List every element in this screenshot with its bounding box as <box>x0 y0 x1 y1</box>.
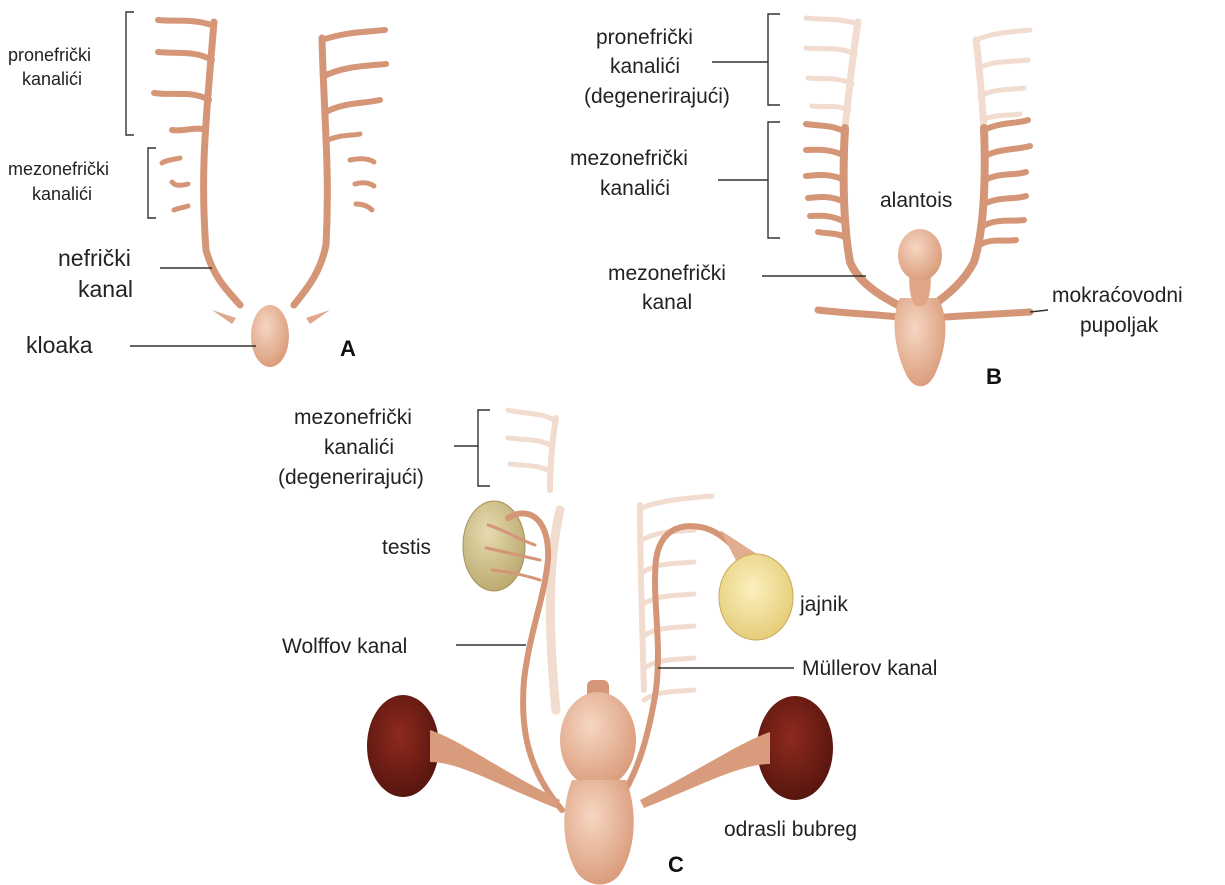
label-line: kanal <box>642 291 692 314</box>
label-line: kanalići <box>600 177 670 200</box>
label-line: kanalići <box>32 184 92 204</box>
left-kidney-shape <box>367 695 439 797</box>
panel-a-pronephric-bracket <box>126 12 134 135</box>
right-ureter <box>640 732 770 808</box>
panel-a-cloaca-label: kloaka <box>26 332 93 358</box>
panel-b-left-ureteric-bud <box>818 310 905 318</box>
label-line: pupoljak <box>1080 314 1159 337</box>
panel-b-mesonephric-duct-label: mezonefrički kanal <box>608 262 726 314</box>
panel-a-mesonephric-bracket <box>148 148 156 218</box>
panel-b-degenerating-pronephric-tubules <box>806 18 1030 128</box>
panel-c-letter: C <box>668 852 684 877</box>
panel-c-mullerian-duct-label: Müllerov kanal <box>802 657 937 680</box>
label-line: mezonefrički <box>8 159 109 179</box>
label-line: (degenerirajući) <box>584 85 730 108</box>
label-line: kanal <box>78 276 133 302</box>
right-arrow-icon <box>306 310 330 324</box>
left-ureter <box>430 730 560 808</box>
urogenital-sinus-shape <box>564 780 633 885</box>
label-line: mezonefrički <box>570 147 688 170</box>
panel-b-allantois <box>898 229 942 281</box>
label-line: kanalići <box>324 436 394 459</box>
label-line: pronefrički <box>8 45 91 65</box>
panel-b-letter: B <box>986 364 1002 389</box>
label-line: kanalići <box>22 69 82 89</box>
panel-a-nephric-duct-label: nefrički kanal <box>58 245 133 302</box>
panel-c-mesonephric-tubules-label: mezonefrički kanalići (degenerirajući) <box>278 406 424 489</box>
panel-a: pronefrički kanalići mezonefrički kanali… <box>8 12 386 367</box>
ovary-shape <box>719 554 793 640</box>
panel-a-pronephric-tubules-label: pronefrički kanalići <box>8 45 91 89</box>
panel-b-right-mesonephric-system <box>932 120 1030 306</box>
panel-c-ovary-label: jajnik <box>799 593 848 616</box>
panel-a-mesonephric-tubules-label: mezonefrički kanalići <box>8 159 109 204</box>
panel-b-allantois-label: alantois <box>880 189 952 212</box>
panel-a-right-duct-system <box>294 30 386 305</box>
label-line: mezonefrički <box>608 262 726 285</box>
panel-b: pronefrički kanalići (degenerirajući) me… <box>570 14 1183 389</box>
label-line: kanalići <box>610 55 680 78</box>
panel-c-mesonephric-leader <box>454 410 490 486</box>
panel-a-letter: A <box>340 336 356 361</box>
panel-c: mezonefrički kanalići (degenerirajući) t… <box>278 406 937 885</box>
left-arrow-icon <box>212 310 236 324</box>
label-line: (degenerirajući) <box>278 466 424 489</box>
label-line: pronefrički <box>596 26 693 49</box>
panel-c-wolffian-duct-label: Wolffov kanal <box>282 635 407 658</box>
panel-b-mesonephric-tubules-label: mezonefrički kanalići <box>570 147 688 200</box>
label-line: nefrički <box>58 245 131 271</box>
panel-c-testis-label: testis <box>382 536 431 559</box>
panel-c-adult-kidney-label: odrasli bubreg <box>724 818 857 841</box>
panel-b-ureteric-bud-label: mokraćovodni pupoljak <box>1052 284 1183 337</box>
panel-b-left-mesonephric-system <box>806 124 900 306</box>
cloaca-shape <box>251 305 289 367</box>
panel-b-pronephric-tubules-label: pronefrički kanalići (degenerirajući) <box>584 26 730 108</box>
label-line: mokraćovodni <box>1052 284 1183 307</box>
panel-b-mesonephric-leader <box>718 122 780 238</box>
panel-a-left-duct-system <box>154 20 240 305</box>
panel-b-urogenital-sinus <box>895 298 946 386</box>
label-line: mezonefrički <box>294 406 412 429</box>
bladder-shape <box>560 692 636 788</box>
